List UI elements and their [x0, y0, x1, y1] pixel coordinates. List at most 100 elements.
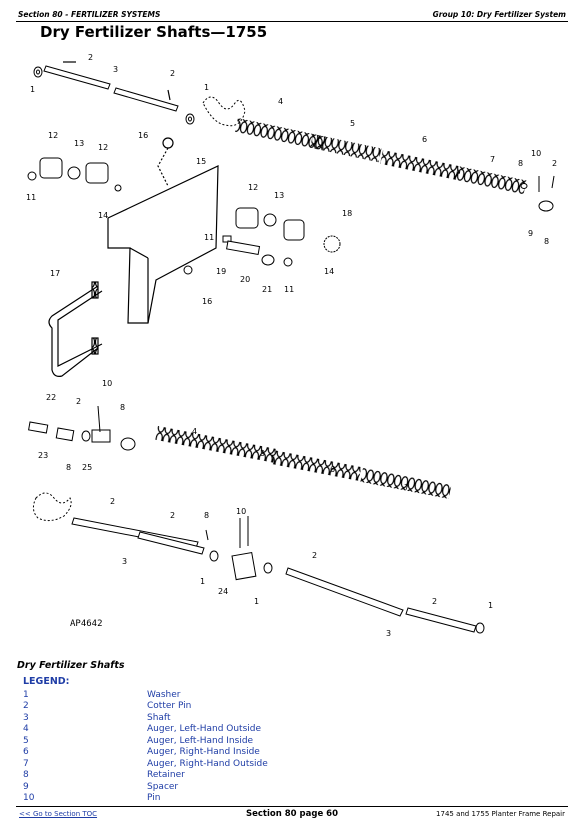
callout: 2	[432, 597, 437, 606]
mounting-bracket	[107, 137, 219, 324]
callout: 18	[342, 209, 352, 218]
callout: 10	[531, 149, 541, 158]
callout: 10	[102, 379, 112, 388]
callout: 24	[218, 587, 228, 596]
legend-item: 10 Pin	[23, 793, 323, 805]
callout: 22	[46, 393, 56, 402]
header-divider	[16, 21, 568, 22]
diagram-callouts: 2 3 2 1 1 4 5 6 7 8 10 2 9 8 12 13 12 16…	[26, 53, 557, 638]
legend-item: 6 Auger, Right-Hand Inside	[23, 747, 323, 759]
upper-auger-string	[202, 96, 527, 195]
callout: 14	[98, 211, 108, 220]
callout: 3	[122, 557, 127, 566]
callout: 12	[248, 183, 258, 192]
callout: 8	[518, 159, 523, 168]
legend-item: 5 Auger, Left-Hand Inside	[23, 736, 323, 748]
callout: 5	[350, 119, 355, 128]
legend-number: 9	[23, 782, 29, 792]
footer-divider	[16, 806, 568, 807]
callout: 10	[236, 507, 246, 516]
legend-number: 1	[23, 690, 29, 700]
lower-auger-string	[32, 426, 452, 522]
callout: 1	[200, 577, 205, 586]
legend-description: Pin	[147, 793, 161, 803]
callout: 6	[330, 465, 335, 474]
u-bolt	[48, 281, 103, 377]
legend-heading: LEGEND:	[23, 676, 70, 687]
legend-number: 3	[23, 713, 29, 723]
washer-group-top	[33, 66, 195, 125]
upper-shaft-left	[43, 65, 179, 112]
group-label: Group 10: Dry Fertilizer System	[432, 10, 566, 19]
legend-number: 4	[23, 724, 29, 734]
manual-title: 1745 and 1755 Planter Frame Repair	[436, 810, 565, 818]
legend-description: Auger, Right-Hand Outside	[147, 759, 268, 769]
legend-number: 2	[23, 701, 29, 711]
callout: 1	[254, 597, 259, 606]
callout: 7	[404, 483, 409, 492]
legend-description: Auger, Left-Hand Inside	[147, 736, 254, 746]
page-header: Section 80 - FERTILIZER SYSTEMS Group 10…	[16, 8, 568, 22]
callout: 11	[284, 285, 294, 294]
callout: 4	[192, 427, 197, 436]
cotter-pins-top	[63, 61, 171, 101]
callout: 7	[490, 155, 495, 164]
legend-description: Shaft	[147, 713, 171, 723]
exploded-parts-diagram: 2 3 2 1 1 4 5 6 7 8 10 2 9 8 12 13 12 16…	[26, 53, 557, 638]
callout: 16	[202, 297, 212, 306]
lower-left-hub	[28, 405, 136, 451]
callout: 9	[528, 229, 533, 238]
callout: 1	[30, 85, 35, 94]
legend-number: 6	[23, 747, 29, 757]
legend-description: Auger, Left-Hand Outside	[147, 724, 262, 734]
callout: 11	[204, 233, 214, 242]
page-number: Section 80 page 60	[246, 809, 338, 819]
legend-description: Spacer	[147, 782, 179, 792]
callout: 16	[138, 131, 148, 140]
callout: 13	[274, 191, 284, 200]
callout: 8	[120, 403, 125, 412]
section-label: Section 80 - FERTILIZER SYSTEMS	[18, 10, 161, 19]
callout: 2	[170, 511, 175, 520]
bearing-assembly-left	[27, 157, 122, 192]
callout: 21	[262, 285, 272, 294]
legend-number: 8	[23, 770, 29, 780]
callout: 4	[278, 97, 283, 106]
page-title: Dry Fertilizer Shafts—1755	[40, 23, 268, 41]
figure-caption: Dry Fertilizer Shafts	[17, 660, 125, 671]
callout: 11	[26, 193, 36, 202]
callout: 15	[196, 157, 206, 166]
legend-item: 2 Cotter Pin	[23, 701, 323, 713]
callout: 8	[204, 511, 209, 520]
callout: 19	[216, 267, 226, 276]
callout: 13	[74, 139, 84, 148]
callout: 2	[76, 397, 81, 406]
callout: 1	[488, 601, 493, 610]
callout: 20	[240, 275, 250, 284]
callout: 25	[82, 463, 92, 472]
callout: 14	[324, 267, 334, 276]
legend-item: 3 Shaft	[23, 713, 323, 725]
legend-item: 9 Spacer	[23, 782, 323, 794]
legend-item: 8 Retainer	[23, 770, 323, 782]
spacer-right-top	[520, 175, 555, 212]
legend-item: 7 Auger, Right-Hand Outside	[23, 759, 323, 771]
bearing-assembly-right	[183, 207, 341, 275]
callout: 2	[312, 551, 317, 560]
callout: 12	[48, 131, 58, 140]
legend-description: Retainer	[147, 770, 185, 780]
legend-number: 10	[23, 793, 35, 803]
legend-number: 7	[23, 759, 29, 769]
callout: 2	[110, 497, 115, 506]
lower-shafts	[71, 516, 485, 634]
figure-code: AP4642	[70, 619, 103, 629]
legend-number: 5	[23, 736, 29, 746]
callout: 2	[88, 53, 93, 62]
callout: 2	[170, 69, 175, 78]
callout: 23	[38, 451, 48, 460]
callout: 8	[544, 237, 549, 246]
callout: 17	[50, 269, 60, 278]
legend-description: Cotter Pin	[147, 701, 192, 711]
legend-description: Washer	[147, 690, 181, 700]
section-toc-link[interactable]: << Go to Section TOC	[19, 810, 98, 818]
